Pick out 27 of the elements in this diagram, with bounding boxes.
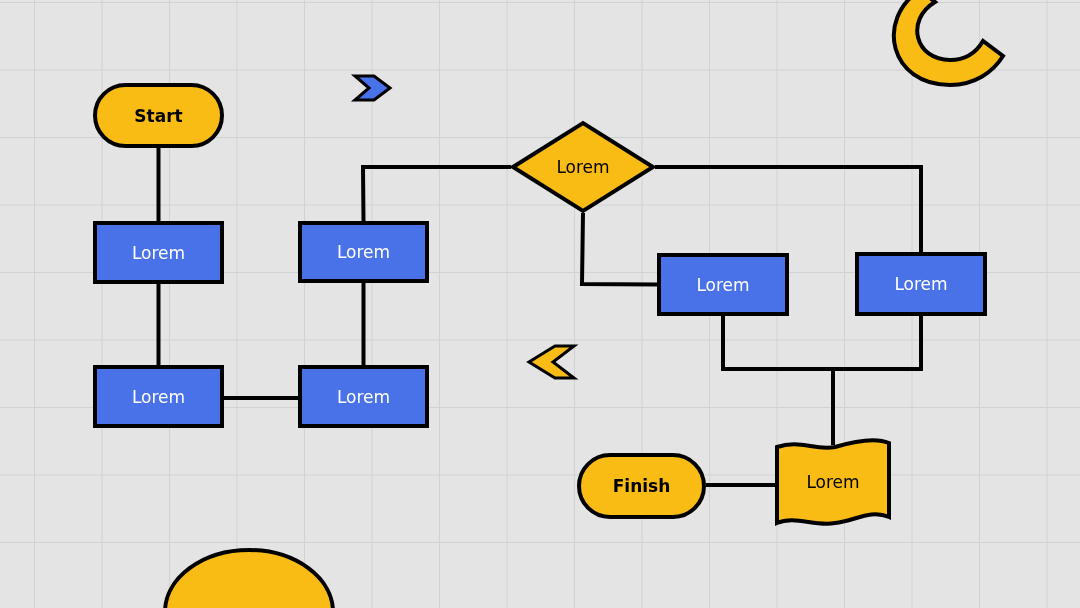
process-box	[93, 365, 224, 428]
document-shape	[775, 437, 891, 527]
process-box	[298, 221, 429, 283]
node-label: Lorem	[131, 386, 186, 407]
process-box	[298, 365, 429, 428]
process-box	[657, 253, 789, 316]
node-label: Lorem	[556, 157, 610, 177]
process-box	[93, 221, 224, 284]
decision-diamond	[511, 121, 655, 213]
connector-line	[361, 165, 511, 222]
terminal-pill	[577, 453, 706, 519]
connector-line	[156, 148, 161, 221]
node-label: Lorem	[131, 242, 186, 263]
connector-line	[706, 483, 775, 487]
node-label: Lorem	[806, 472, 860, 492]
connector-line	[655, 165, 923, 252]
node-label: Lorem	[696, 274, 750, 295]
process-box	[855, 252, 987, 316]
connector-line	[579, 212, 657, 287]
connector-line	[361, 283, 366, 365]
connector-line	[224, 396, 298, 400]
node-label: Start	[134, 105, 183, 126]
node-label: Lorem	[894, 274, 948, 294]
node-label: Finish	[612, 476, 671, 496]
connector-line	[156, 284, 161, 365]
node-label: Lorem	[336, 386, 391, 407]
node-label: Lorem	[336, 242, 391, 262]
